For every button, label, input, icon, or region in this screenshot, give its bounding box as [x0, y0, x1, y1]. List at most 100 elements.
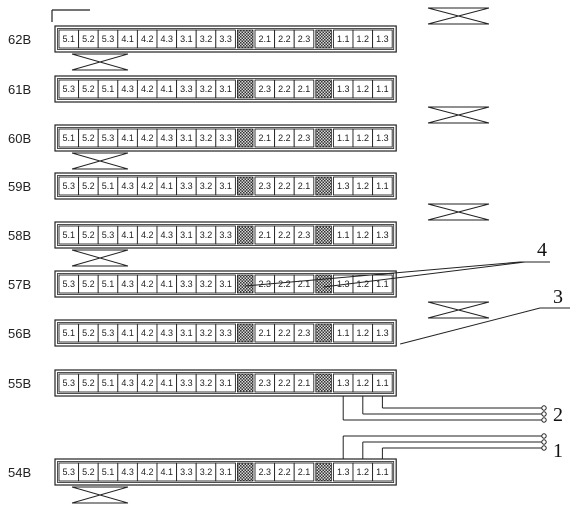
cell-label: 1.2: [357, 133, 370, 143]
spacer-cell: [315, 128, 332, 148]
row-frame-outer: [54, 75, 397, 103]
cell: [372, 323, 393, 343]
cell-label: 1.3: [376, 133, 389, 143]
cell-label: 2.3: [298, 328, 311, 338]
spacer-cell: [315, 79, 332, 99]
cell: [293, 29, 315, 49]
cell: [372, 79, 393, 99]
spacer-cell: [236, 373, 254, 393]
cell-label: 4.3: [121, 279, 134, 289]
cell-label: 2.1: [259, 328, 272, 338]
cell-label: 3.3: [180, 181, 193, 191]
cell-label: 5.2: [82, 84, 95, 94]
cell-label: 4.2: [141, 328, 154, 338]
cell-label: 1.2: [357, 378, 370, 388]
cell-label: 5.3: [63, 181, 76, 191]
row-frame-inner: [57, 224, 395, 246]
callout-4-leader: [245, 261, 521, 287]
cell-label: 2.2: [278, 133, 291, 143]
cell-label: 4.2: [141, 133, 154, 143]
cell-label: 1.2: [357, 467, 370, 477]
cell-label: 2.2: [278, 328, 291, 338]
transposition-cross-right: [427, 301, 490, 319]
cell-label: 1.3: [376, 230, 389, 240]
cell-label: 2.2: [278, 279, 291, 289]
cell-label: 2.1: [298, 378, 311, 388]
cell-label: 5.1: [102, 279, 115, 289]
cell-label: 2.3: [298, 34, 311, 44]
cell: [293, 176, 315, 196]
row-label: 58B: [8, 228, 31, 243]
spacer-cell: [236, 323, 254, 343]
cell-label: 2.2: [278, 378, 291, 388]
cell-label: 1.1: [337, 133, 350, 143]
transposition-cross-right: [427, 7, 490, 25]
transposition-cross-left: [71, 249, 129, 267]
cell-label: 2.2: [278, 467, 291, 477]
row-label: 54B: [8, 465, 31, 480]
cell-label: 4.1: [121, 34, 134, 44]
row-frame-outer: [54, 270, 397, 298]
spacer-cell: [236, 29, 254, 49]
cell-label: 3.1: [219, 181, 232, 191]
cell-label: 1.3: [337, 467, 350, 477]
row-frame-outer: [54, 221, 397, 249]
cell-label: 3.3: [180, 84, 193, 94]
cell-label: 4.2: [141, 378, 154, 388]
cell-label: 1.2: [357, 230, 370, 240]
terminal-dot: [541, 445, 547, 451]
cell-label: 4.1: [161, 467, 174, 477]
cell-label: 3.2: [200, 133, 213, 143]
cell-label: 5.2: [82, 378, 95, 388]
cell-label: 5.2: [82, 279, 95, 289]
cell: [293, 373, 315, 393]
cell-label: 4.2: [141, 279, 154, 289]
row-frame-inner: [57, 372, 395, 394]
cell-label: 1.1: [337, 34, 350, 44]
cell: [215, 323, 236, 343]
cell-label: 1.2: [357, 279, 370, 289]
cell-label: 3.3: [219, 230, 232, 240]
cell-label: 1.1: [337, 230, 350, 240]
cell: [215, 79, 236, 99]
cell-label: 2.1: [298, 181, 311, 191]
cell-label: 1.3: [337, 84, 350, 94]
cell-label: 2.1: [259, 230, 272, 240]
cell-label: 4.2: [141, 84, 154, 94]
cell-label: 1.3: [337, 378, 350, 388]
cell-label: 3.3: [219, 34, 232, 44]
row-frame-outer: [54, 369, 397, 397]
transposition-cross-right: [427, 203, 490, 221]
cell-label: 5.3: [102, 328, 115, 338]
row-frame-inner: [57, 461, 395, 483]
cell-label: 3.2: [200, 467, 213, 477]
callout-1-label: 1: [553, 440, 563, 462]
cell-label: 3.3: [219, 328, 232, 338]
cell: [215, 225, 236, 245]
cell-label: 2.2: [278, 181, 291, 191]
cell: [372, 128, 393, 148]
transposition-cross-left: [71, 486, 129, 504]
cell-label: 1.1: [376, 279, 389, 289]
cell-label: 3.3: [180, 279, 193, 289]
cell-label: 3.1: [219, 84, 232, 94]
cell-label: 4.2: [141, 230, 154, 240]
cell-label: 2.1: [259, 34, 272, 44]
cell-label: 5.1: [102, 181, 115, 191]
callout-4-leader: [323, 261, 526, 288]
transposition-cross-left: [71, 152, 129, 170]
spacer-cell: [236, 176, 254, 196]
cell-label: 3.3: [180, 378, 193, 388]
cell-label: 5.3: [63, 378, 76, 388]
cell: [293, 79, 315, 99]
cell: [293, 225, 315, 245]
row-frame-inner: [57, 127, 395, 149]
cell-label: 3.2: [200, 181, 213, 191]
cell: [372, 462, 393, 482]
row-frame-outer: [54, 124, 397, 152]
cell-label: 5.2: [82, 467, 95, 477]
